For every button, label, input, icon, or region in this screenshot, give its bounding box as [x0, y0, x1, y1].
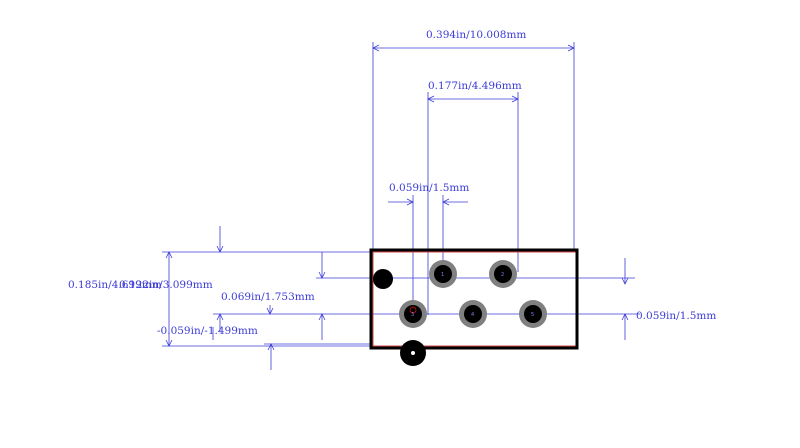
pin-3-pad [399, 300, 427, 328]
mounting-hole-left [373, 269, 393, 289]
dim-row-offset: 0.122in/3.099mm [119, 279, 213, 291]
body-outline [369, 248, 579, 350]
pin-1-pad [429, 260, 457, 288]
dimension-arrowheads [165, 44, 629, 351]
dim-negative-offset: -0.059in/-1.499mm [157, 325, 258, 337]
dim-pin-span: 0.177in/4.496mm [428, 80, 522, 92]
pin-label: 3 [411, 312, 414, 318]
pin-label: 5 [531, 312, 534, 318]
dim-pad-size-left: 0.059in/1.5mm [389, 182, 469, 194]
pin-label: 4 [471, 312, 474, 318]
dim-pad-size-right: 0.059in/1.5mm [636, 310, 716, 322]
pin-label: 2 [501, 272, 504, 278]
dim-overall-width: 0.394in/10.008mm [426, 29, 526, 41]
mounting-hole-dot [411, 351, 415, 355]
pin-2-pad [489, 260, 517, 288]
pin-5-pad [519, 300, 547, 328]
pin-labels: 1 2 3 4 5 [411, 272, 534, 318]
pin-1-marker [409, 306, 417, 314]
pin-4-pad [459, 300, 487, 328]
dim-row-spacing: 0.069in/1.753mm [221, 291, 315, 303]
courtyard-outline [372, 251, 578, 347]
dim-overall-height: 0.185in/4.699mm [68, 279, 162, 291]
pin-label: 1 [441, 272, 444, 278]
